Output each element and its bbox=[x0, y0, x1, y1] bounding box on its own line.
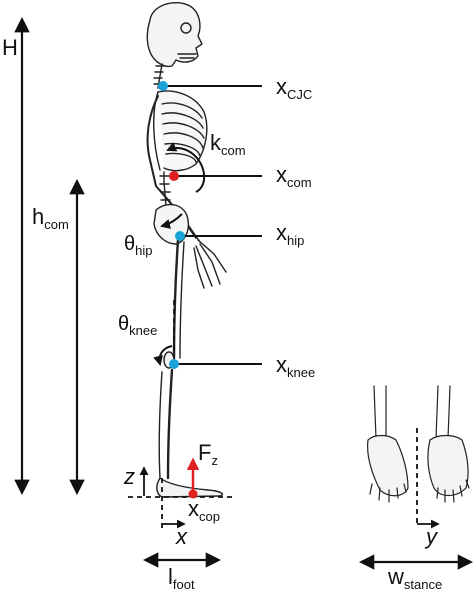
knee-joint-marker bbox=[169, 359, 179, 369]
hip-angle-label: θhip bbox=[124, 233, 152, 258]
kcom-rotation-arrow bbox=[166, 142, 206, 193]
hip-joint-marker bbox=[175, 231, 185, 241]
com-marker bbox=[169, 171, 179, 181]
height-label: H bbox=[2, 35, 18, 60]
foot-length-label: lfoot bbox=[168, 564, 195, 592]
skeleton-side-view bbox=[146, 2, 227, 498]
knee-angle-arrow bbox=[153, 345, 173, 366]
feet-front-view bbox=[367, 385, 470, 503]
hip-angle-arrow bbox=[160, 213, 183, 229]
kcom-label: kcom bbox=[210, 130, 246, 158]
cjc-label: xCJC bbox=[276, 74, 312, 102]
com-label: xcom bbox=[276, 162, 312, 190]
cjc-joint-marker bbox=[158, 81, 168, 91]
cop-label: xcop bbox=[188, 496, 220, 524]
cop-marker bbox=[188, 489, 198, 499]
hip-label: xhip bbox=[276, 220, 304, 248]
force-label: Fz bbox=[198, 440, 218, 468]
knee-label: xknee bbox=[276, 352, 315, 380]
com-height-label: hcom bbox=[32, 204, 69, 232]
z-axis-label: z bbox=[123, 464, 135, 489]
stance-width-label: wstance bbox=[387, 564, 442, 592]
knee-angle-label: θknee bbox=[118, 313, 157, 338]
y-axis-label: y bbox=[424, 524, 439, 549]
x-axis-label: x bbox=[175, 524, 188, 549]
